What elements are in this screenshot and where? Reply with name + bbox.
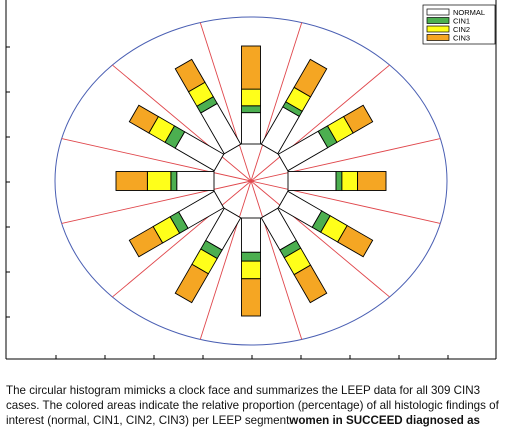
caption-line-3: interest (normal, CIN1, CIN2, CIN3) per …	[6, 413, 518, 428]
sector-line	[250, 180, 390, 298]
clock-position-11-bar	[174, 58, 242, 155]
caption-line-2: cases. The colored areas indicate the re…	[6, 399, 499, 412]
clock-position-9-bar	[115, 171, 215, 191]
histogram-bars	[115, 45, 387, 317]
sector-lines	[61, 22, 441, 340]
bar-segment-cin3	[115, 171, 148, 191]
sector-line	[61, 138, 252, 182]
sector-line	[112, 64, 252, 182]
clock-position-10-bar	[128, 104, 225, 172]
sector-line	[112, 180, 252, 298]
clock-position-7-bar	[174, 207, 242, 304]
clock-position-1-bar	[260, 58, 328, 155]
bar-segment-cin1	[335, 171, 343, 191]
bar-segment-cin3	[337, 224, 374, 258]
clock-position-4-bar	[277, 190, 374, 258]
clock-position-12-bar	[241, 45, 261, 145]
axis-ticks	[6, 46, 449, 359]
sector-line	[250, 180, 303, 340]
legend-swatch-cin2	[426, 25, 450, 33]
legend-label-cin3: CIN3	[453, 34, 470, 43]
sector-line	[250, 180, 441, 224]
bar-segment-cin2	[241, 88, 261, 107]
legend-label-normal: NORMAL	[453, 8, 485, 17]
legend-label-cin2: CIN2	[453, 25, 470, 34]
clock-position-2-bar	[277, 104, 374, 172]
bar-segment-cin2	[241, 260, 261, 280]
legend-label-cin1: CIN1	[453, 17, 470, 26]
caption-line-1: The circular histogram mimicks a clock f…	[6, 384, 481, 397]
bar-segment-normal	[176, 171, 215, 191]
legend-swatch-cin1	[426, 17, 450, 24]
bar-segment-cin3	[241, 45, 261, 90]
bar-segment-cin3	[293, 264, 328, 304]
bar-segment-cin3	[174, 58, 206, 93]
bar-segment-cin1	[241, 105, 261, 114]
bar-segment-normal	[287, 171, 337, 191]
bar-segment-cin3	[128, 104, 159, 134]
clock-face-circle	[54, 16, 448, 346]
sector-line	[250, 64, 390, 182]
sector-line	[199, 180, 252, 340]
bar-segment-cin3	[357, 171, 387, 191]
bar-segment-normal	[241, 217, 261, 253]
sector-line	[199, 22, 252, 182]
sector-line	[250, 138, 441, 182]
bar-segment-cin2	[146, 171, 172, 191]
figure-caption: The circular histogram mimicks a clock f…	[6, 383, 518, 428]
bar-segment-cin3	[174, 263, 210, 304]
legend-swatch-cin3	[426, 34, 450, 41]
legend-swatch-normal	[426, 8, 450, 16]
clock-position-8-bar	[128, 190, 225, 258]
clock-position-3-bar	[287, 171, 387, 191]
clock-position-5-bar	[260, 207, 328, 304]
sector-line	[61, 180, 252, 224]
bar-segment-cin1	[241, 251, 261, 262]
caption-line-3-text: interest (normal, CIN1, CIN2, CIN3) per …	[6, 414, 290, 427]
sector-line	[250, 22, 303, 182]
bar-segment-cin1	[170, 171, 178, 191]
bar-segment-cin3	[241, 278, 261, 317]
bar-segment-cin3	[343, 104, 374, 134]
bar-segment-cin3	[293, 58, 328, 98]
bar-segment-cin2	[341, 171, 359, 191]
bar-segment-cin3	[128, 225, 164, 258]
axes-frame	[5, 0, 497, 360]
caption-line-3-bold: women in SUCCEED diagnosed as	[289, 414, 480, 427]
clock-position-6-bar	[241, 217, 261, 317]
bar-segment-normal	[241, 112, 261, 145]
